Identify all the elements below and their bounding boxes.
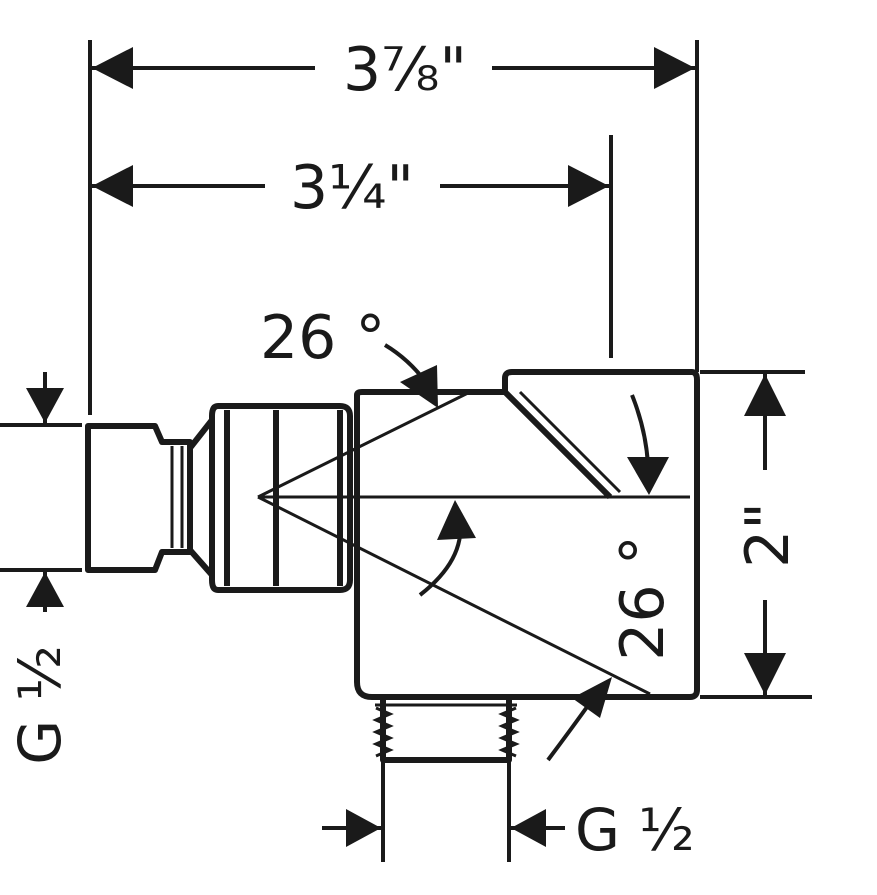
dimension-inlet-thread: G ½ bbox=[6, 372, 74, 765]
arrowhead-left bbox=[92, 165, 133, 207]
outlet-thread bbox=[380, 700, 512, 763]
wall-outlet-body bbox=[85, 369, 700, 763]
arrowhead bbox=[572, 677, 612, 718]
angle-line-bottom bbox=[257, 495, 651, 696]
arrowhead-up bbox=[744, 374, 786, 416]
arrowhead bbox=[437, 500, 476, 540]
inlet-nut bbox=[85, 423, 193, 573]
extension-lines bbox=[0, 40, 812, 862]
arrowhead-right bbox=[654, 47, 695, 89]
arrowhead-down bbox=[26, 388, 64, 423]
body-width-label: 3¼" bbox=[290, 153, 414, 223]
main-body bbox=[354, 369, 700, 700]
angle-inner-leader bbox=[418, 500, 476, 597]
dimension-height: 2" bbox=[733, 374, 803, 695]
angle-right-label: 26 ° bbox=[608, 535, 678, 660]
arrowhead-down bbox=[744, 653, 786, 695]
dimension-overall-width: 3⅞" bbox=[92, 35, 695, 105]
collar bbox=[209, 403, 353, 593]
body-chamfer bbox=[502, 389, 613, 500]
arrowhead-right bbox=[568, 165, 609, 207]
overall-width-label: 3⅞" bbox=[343, 35, 467, 105]
inlet-thread-label: G ½ bbox=[6, 645, 74, 765]
angle-top-annotation: 26 ° bbox=[260, 303, 438, 408]
arrowhead bbox=[400, 365, 438, 408]
outlet-thread-label: G ½ bbox=[575, 796, 695, 864]
dimension-outlet-thread: G ½ bbox=[322, 796, 695, 864]
dimension-body-width: 3¼" bbox=[92, 153, 609, 223]
thread-teeth bbox=[372, 706, 520, 758]
arrowhead-left bbox=[92, 47, 133, 89]
angle-line-top bbox=[257, 390, 471, 499]
angle-right-annotation: 26 ° bbox=[546, 394, 678, 762]
height-label: 2" bbox=[733, 502, 803, 568]
arrowhead-right bbox=[346, 809, 381, 847]
arrowhead-left bbox=[511, 809, 546, 847]
angle-top-label: 26 ° bbox=[260, 303, 385, 373]
arrowhead bbox=[627, 457, 669, 495]
inlet-neck bbox=[187, 417, 215, 578]
arrowhead-up bbox=[26, 572, 64, 607]
